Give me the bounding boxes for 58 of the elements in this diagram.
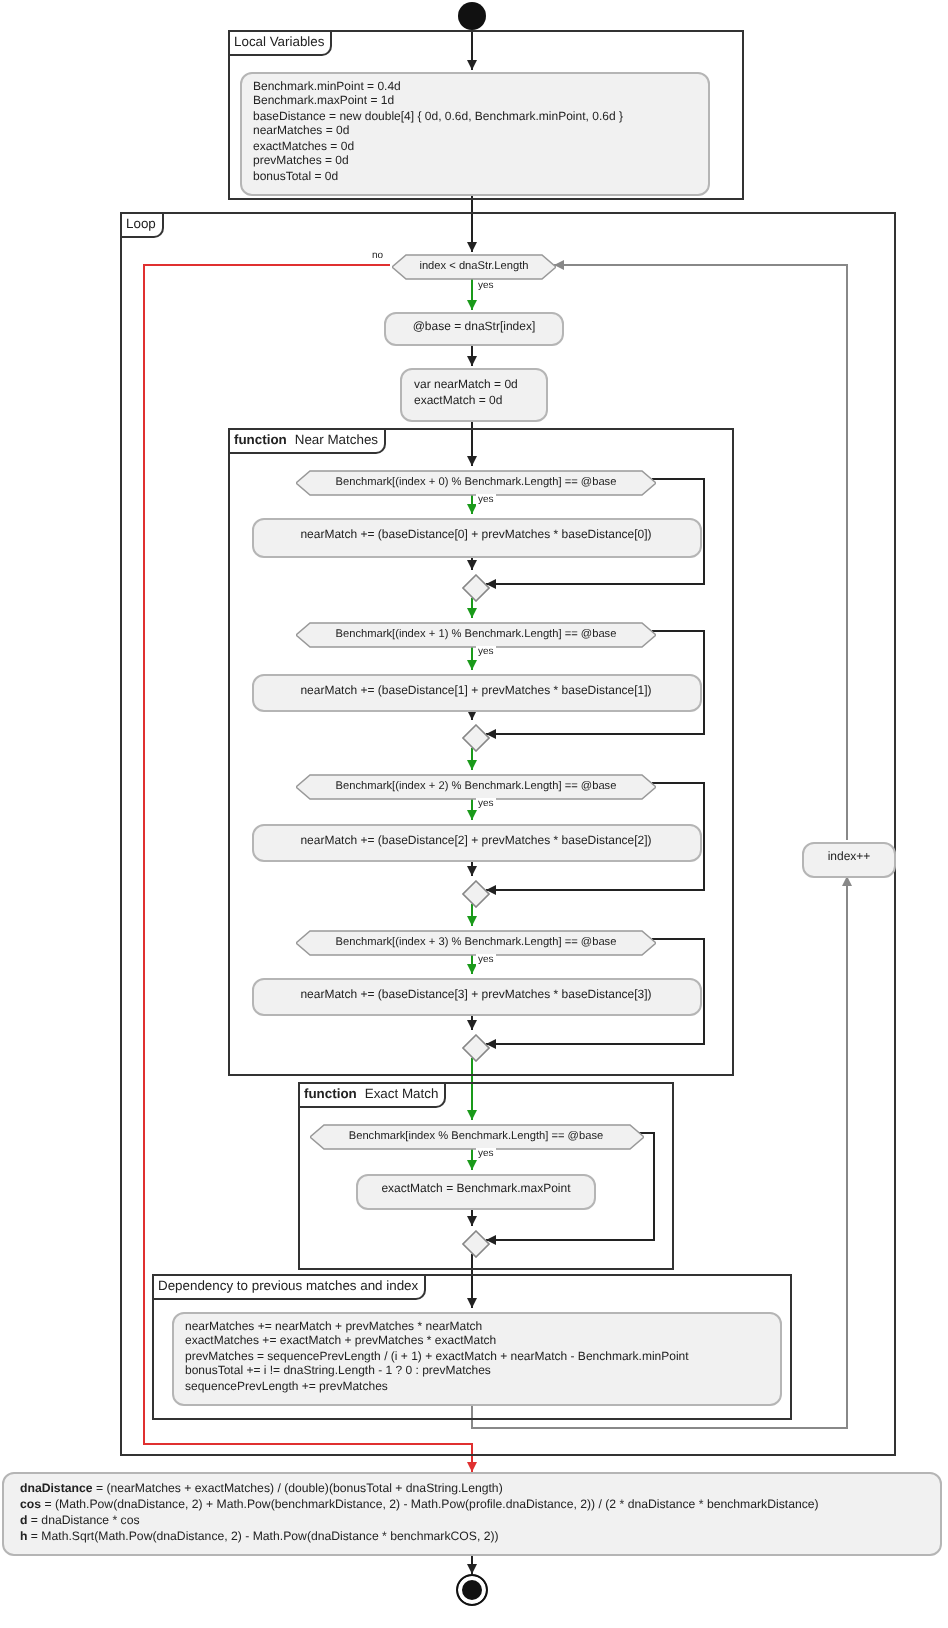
merge-diamond xyxy=(462,724,490,752)
partition-frame xyxy=(228,428,734,1076)
arrow xyxy=(467,343,477,367)
action-box xyxy=(802,842,896,878)
action-box xyxy=(2,1472,942,1556)
action-box xyxy=(384,312,564,346)
decision-hexagon xyxy=(296,470,656,496)
arrow xyxy=(467,1253,477,1309)
arrow xyxy=(467,795,477,821)
arrow xyxy=(485,938,705,1049)
start-node xyxy=(458,2,486,30)
decision-hexagon xyxy=(309,1124,643,1150)
partition-frame xyxy=(152,1274,792,1420)
merge-diamond xyxy=(462,574,490,602)
action-box xyxy=(356,1174,596,1210)
arrow xyxy=(467,597,477,619)
merge-diamond xyxy=(462,1230,490,1258)
arrow xyxy=(143,264,477,1473)
action-box xyxy=(251,674,701,712)
arrow xyxy=(467,491,477,515)
decision-hexagon xyxy=(296,622,656,648)
merge-diamond xyxy=(462,1034,490,1062)
action-box xyxy=(400,368,548,422)
arrow xyxy=(467,951,477,975)
arrow xyxy=(485,478,705,589)
action-box xyxy=(251,824,701,862)
arrow xyxy=(485,782,705,895)
decision-hexagon xyxy=(296,930,656,956)
arrow xyxy=(467,1145,477,1171)
action-box xyxy=(171,1312,781,1406)
arrow xyxy=(467,903,477,927)
arrow xyxy=(485,1132,655,1245)
decision-hexagon xyxy=(296,774,656,800)
action-box xyxy=(251,978,701,1016)
arrow xyxy=(467,707,477,721)
arrow xyxy=(553,260,848,841)
arrow xyxy=(467,857,477,877)
end-node xyxy=(456,1574,488,1606)
arrow xyxy=(467,1057,477,1121)
arrow xyxy=(467,419,477,467)
arrow xyxy=(485,630,705,739)
action-box xyxy=(239,72,709,196)
decision-hexagon xyxy=(392,254,556,280)
arrow xyxy=(467,643,477,671)
arrow xyxy=(467,1205,477,1227)
arrow xyxy=(471,875,852,1429)
arrow xyxy=(467,1555,477,1575)
arrow xyxy=(467,29,477,71)
action-box xyxy=(251,518,701,558)
arrow xyxy=(467,1011,477,1031)
partition-frame xyxy=(120,212,896,1456)
partition-frame xyxy=(298,1082,674,1270)
arrow xyxy=(467,277,477,311)
merge-diamond xyxy=(462,880,490,908)
arrow xyxy=(467,747,477,771)
arrow xyxy=(467,193,477,253)
arrow xyxy=(467,553,477,571)
partition-frame xyxy=(228,30,744,200)
